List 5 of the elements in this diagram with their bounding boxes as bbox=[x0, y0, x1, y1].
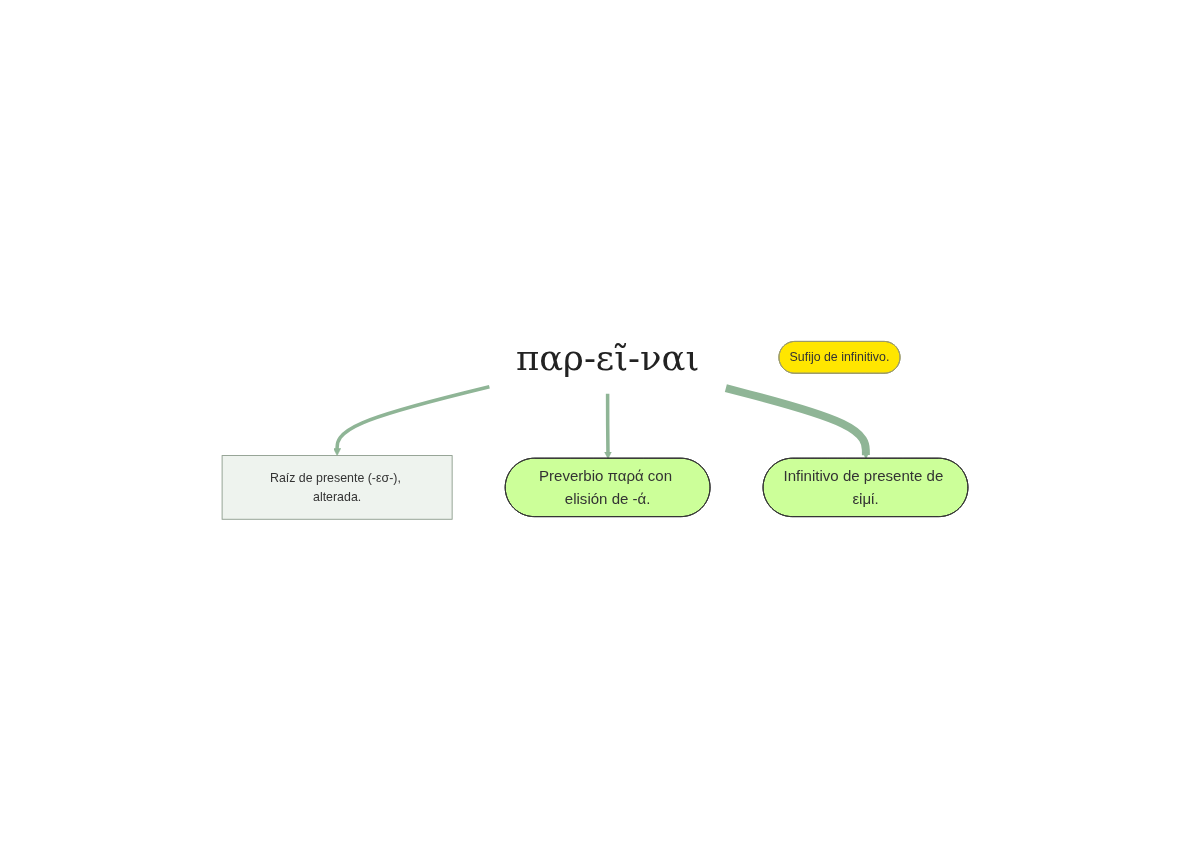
arrow bbox=[332, 385, 490, 457]
arrow bbox=[603, 393, 612, 460]
node-box: Raíz de presente (-εσ-), alterada. bbox=[221, 455, 453, 521]
node-text: παρ-εῖ-ναι bbox=[515, 337, 699, 379]
arrow bbox=[724, 384, 870, 460]
